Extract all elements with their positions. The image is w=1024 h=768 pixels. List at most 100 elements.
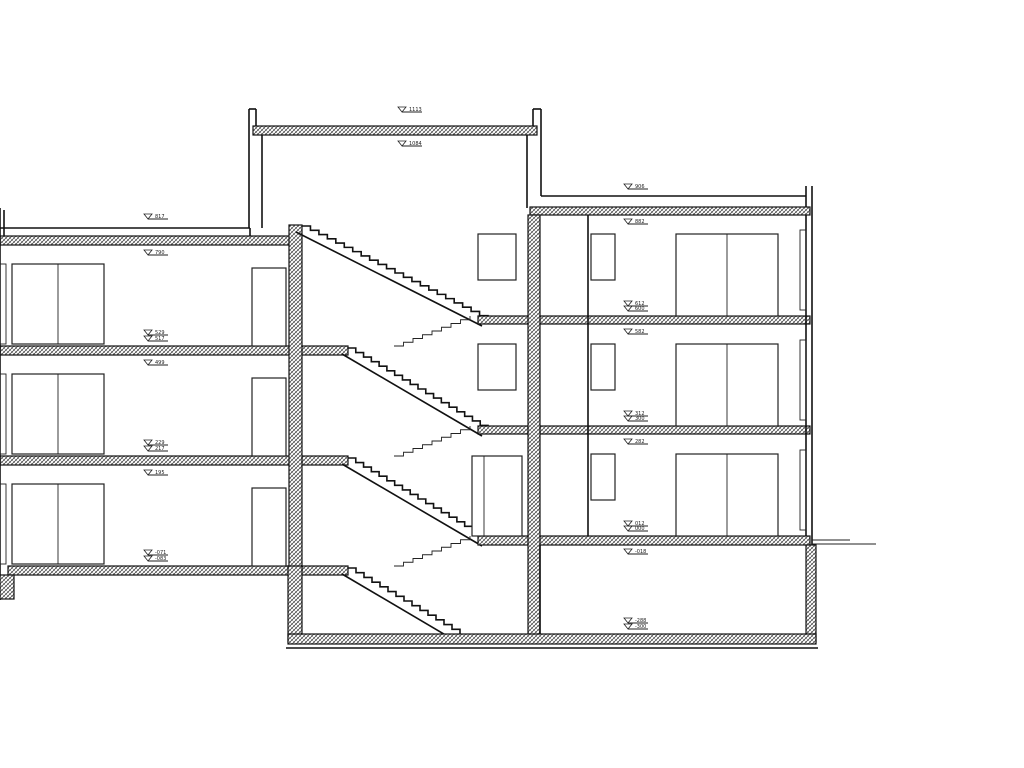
stair-return-flight [394,536,471,567]
level-marker: 499 [143,359,168,366]
basement-floor-slab [287,633,817,645]
level-label: 012 [635,521,645,527]
level-marker: 217 [143,445,168,452]
left-roof-slab [0,235,291,246]
level-label: 517 [155,336,165,342]
right-wing [471,186,876,640]
level-triangle-icon [143,445,153,452]
level-marker: 582 [623,328,648,335]
door [251,267,287,347]
level-label: 790 [155,250,165,256]
stair-flight [348,457,489,540]
level-label: 1084 [409,141,422,147]
level-label: 195 [155,470,165,476]
left-wing [0,208,349,600]
level-triangle-icon [143,213,153,220]
left-slab-2 [0,345,349,356]
level-triangle-icon [143,249,153,256]
level-marker: 517 [143,335,168,342]
level-marker: 1113 [397,106,422,113]
door [251,487,287,567]
level-triangle-icon [623,305,633,312]
level-marker: 1084 [397,140,422,147]
level-label: 1113 [409,107,422,113]
level-triangle-icon [143,555,153,562]
level-triangle-icon [143,439,153,446]
level-label: -018 [635,549,646,555]
level-label: 612 [635,301,645,307]
level-triangle-icon [623,328,633,335]
level-triangle-icon [623,300,633,307]
small-window [590,343,616,391]
right-slab-2 [477,425,811,435]
small-window [590,233,616,281]
level-label: 000 [635,526,645,532]
level-triangle-icon [623,623,633,630]
level-label: 906 [635,184,645,190]
stair-return-flight [394,426,471,457]
level-label: 282 [635,439,645,445]
level-marker: -083 [143,555,168,562]
level-triangle-icon [623,438,633,445]
level-label: 300 [635,416,645,422]
tower-window [477,233,517,281]
door [251,377,287,457]
level-triangle-icon [143,335,153,342]
level-marker: 300 [623,415,648,422]
level-marker: 882 [623,218,648,225]
level-label: 817 [155,214,165,220]
left-slab-0 [7,565,349,576]
stair-return-flight [394,316,471,347]
level-label: 882 [635,219,645,225]
right-slab-1 [477,535,811,546]
level-marker: 000 [623,525,648,532]
right-slab-3 [477,315,811,325]
level-triangle-icon [143,549,153,556]
small-window [590,453,616,501]
level-triangle-icon [623,415,633,422]
level-marker: -288 [623,617,648,624]
level-marker: 817 [143,213,168,220]
basement [286,544,818,649]
level-label: 217 [155,446,165,452]
level-marker: 906 [623,183,648,190]
level-marker: 195 [143,469,168,476]
stair-flight [302,225,489,320]
level-marker: 600 [623,305,648,312]
level-label: -083 [155,556,166,562]
level-triangle-icon [623,410,633,417]
level-marker: 790 [143,249,168,256]
level-marker: -071 [143,549,168,556]
level-triangle-icon [143,359,153,366]
level-label: 529 [155,330,165,336]
level-triangle-icon [623,218,633,225]
level-marker: 282 [623,438,648,445]
left-core-wall [288,224,303,571]
staircase [295,225,489,641]
level-label: 600 [635,306,645,312]
level-label: -300 [635,624,646,630]
level-triangle-icon [143,469,153,476]
level-label: 229 [155,440,165,446]
level-label: 582 [635,329,645,335]
level-triangle-icon [623,183,633,190]
level-label: 499 [155,360,165,366]
door [471,455,523,537]
stair-soffit [341,573,455,641]
level-triangle-icon [143,329,153,336]
level-marker: -300 [623,623,648,630]
level-triangle-icon [623,520,633,527]
level-marker: 229 [143,439,168,446]
level-triangle-icon [397,140,407,147]
right-roof-slab [529,206,811,216]
stair-soffit [341,353,483,437]
level-marker: -018 [623,548,648,555]
level-triangle-icon [623,548,633,555]
level-triangle-icon [397,106,407,113]
left-slab-1 [0,455,349,466]
level-label: -288 [635,618,646,624]
stair-soffit [295,231,483,327]
level-label: 312 [635,411,645,417]
stair-flight [348,567,461,634]
